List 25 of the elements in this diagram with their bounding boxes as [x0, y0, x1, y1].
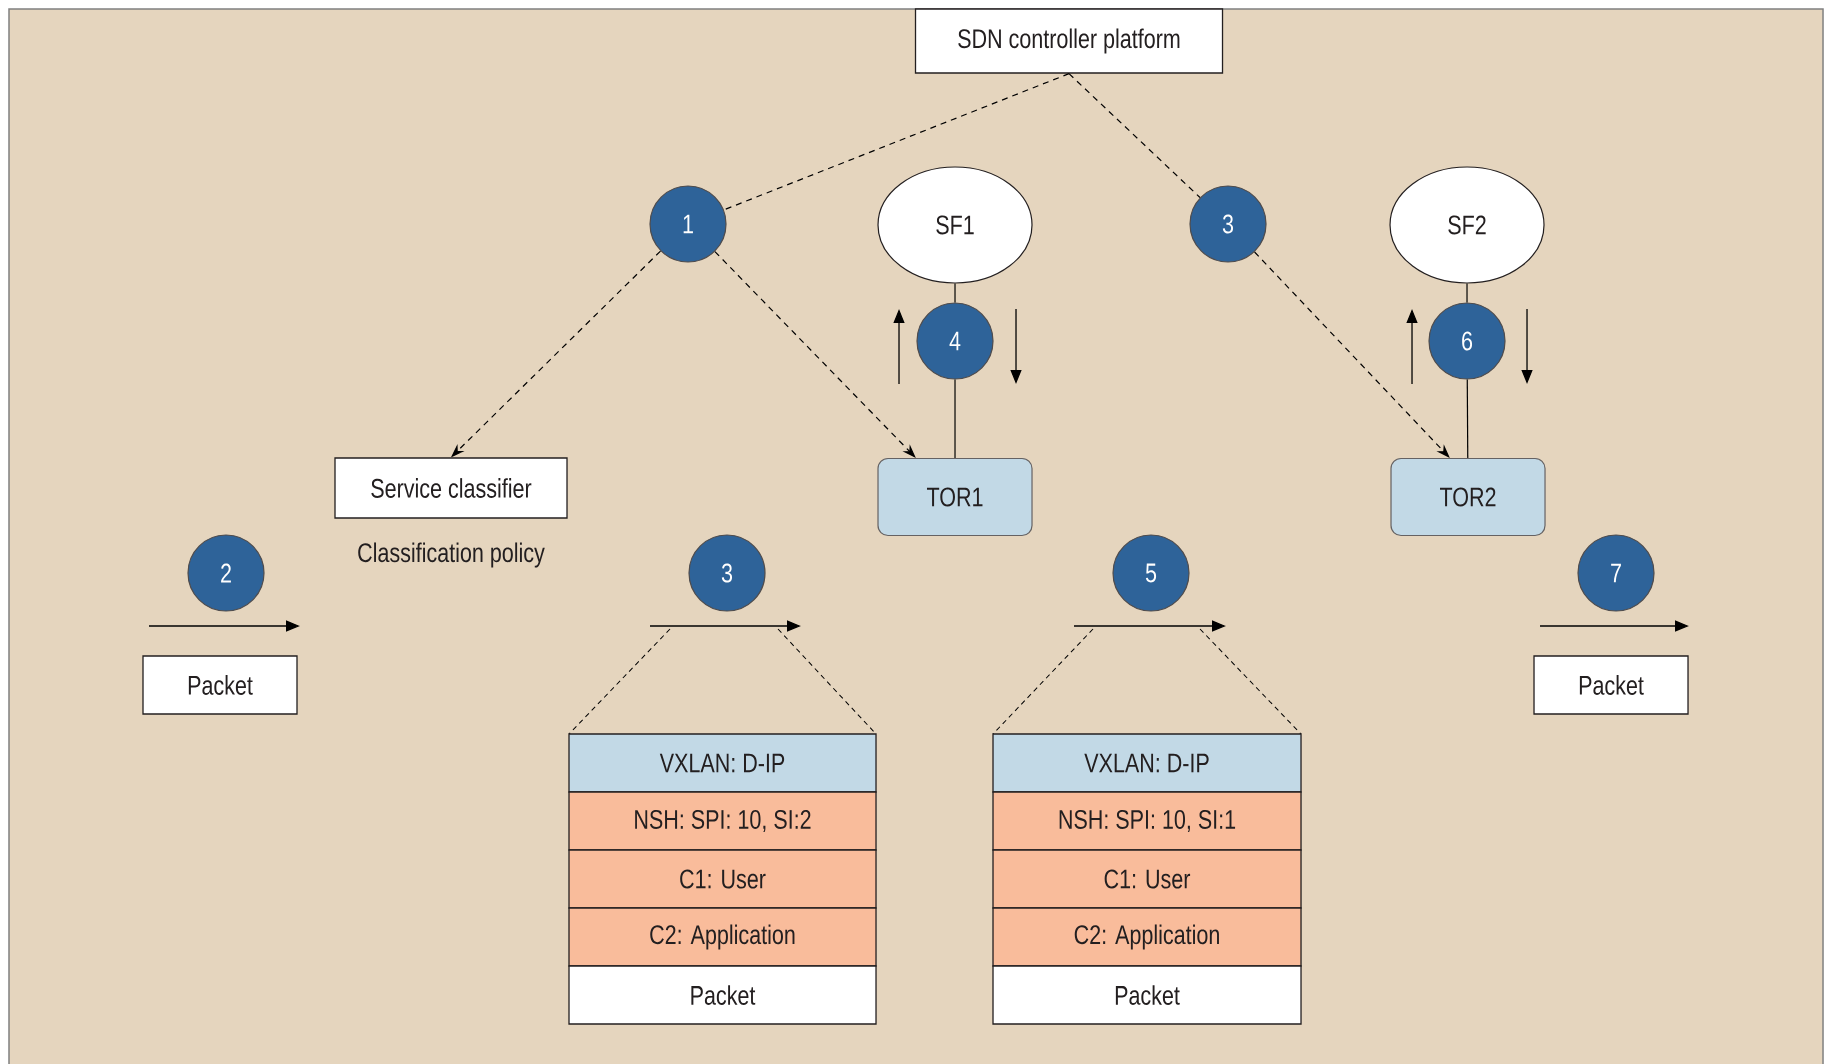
header-field: C2: Application	[992, 907, 1302, 967]
connector	[1466, 379, 1469, 459]
header-field: Packet	[992, 965, 1302, 1025]
header-field: C1: User	[992, 849, 1302, 909]
header-field: NSH: SPI: 10, SI:2	[568, 791, 877, 851]
header-field: NSH: SPI: 10, SI:1	[992, 791, 1302, 851]
header-field: C1: User	[568, 849, 877, 909]
header-field: C2: Application	[568, 907, 877, 967]
header-field: VXLAN: D-IP	[992, 733, 1302, 793]
connector	[1068, 73, 1201, 199]
switch-box: TOR2	[1390, 457, 1546, 537]
text-box: Packet	[142, 655, 298, 715]
switch-box: TOR1	[877, 457, 1033, 537]
connector	[954, 379, 956, 459]
header-field: Packet	[568, 965, 877, 1025]
header-field: VXLAN: D-IP	[568, 733, 877, 793]
text-box: SDN controller platform	[914, 8, 1224, 74]
connector	[714, 251, 916, 458]
text-box: Service classifier	[334, 457, 568, 519]
connector	[1466, 283, 1468, 303]
text-box: Packet	[1533, 655, 1689, 715]
connector	[954, 283, 956, 303]
caption-text: Classification policy	[358, 542, 545, 568]
connector	[1253, 251, 1450, 458]
connector	[723, 73, 1070, 211]
